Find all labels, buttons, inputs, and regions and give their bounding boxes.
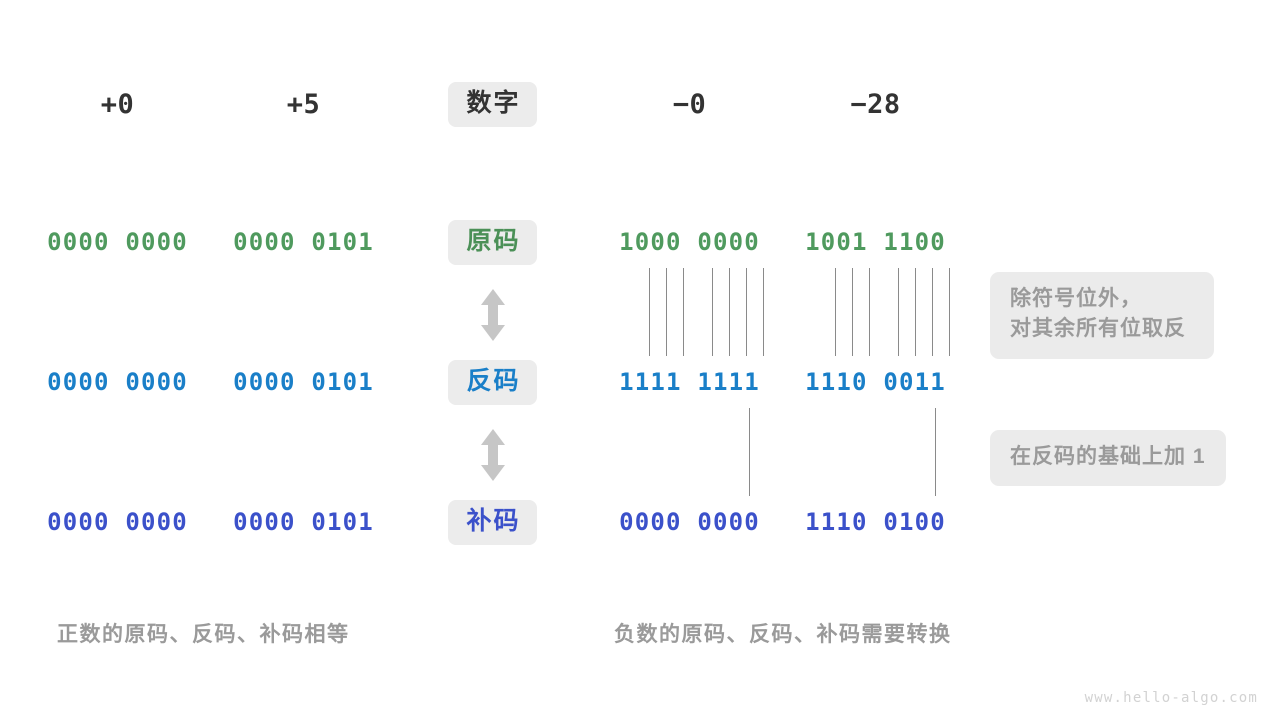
note-invert: 除符号位外， 对其余所有位取反 — [990, 272, 1214, 359]
header-neg28: −28 — [850, 88, 901, 120]
addone-line-neg28-b8 — [935, 408, 936, 496]
row-label-number: 数字 — [444, 80, 541, 128]
row-label-twos-complement-chip: 补码 — [448, 499, 537, 545]
twos-complement-neg28: 1110 0100 — [805, 508, 946, 536]
invert-line-neg0-b3 — [683, 268, 684, 356]
note-invert-line2: 对其余所有位取反 — [1010, 317, 1186, 341]
double-arrow-icon-top — [478, 288, 508, 342]
double-arrow-icon-bottom — [478, 428, 508, 482]
note-add-one-line1: 在反码的基础上加 1 — [1010, 445, 1206, 468]
addone-line-neg0-b8 — [749, 408, 750, 496]
invert-line-neg0-b1 — [649, 268, 650, 356]
row-label-ones-complement-chip: 反码 — [448, 359, 537, 405]
invert-line-neg0-b5 — [729, 268, 730, 356]
watermark: www.hello-algo.com — [1084, 690, 1258, 706]
note-add-one: 在反码的基础上加 1 — [990, 430, 1226, 487]
twos-complement-pos0: 0000 0000 — [47, 508, 188, 536]
invert-line-neg0-b6 — [746, 268, 747, 356]
invert-line-neg28-b2 — [852, 268, 853, 356]
ones-complement-pos5: 0000 0101 — [233, 368, 374, 396]
header-neg0: −0 — [672, 88, 707, 120]
note-invert-line1: 除符号位外， — [1010, 287, 1142, 310]
invert-line-neg0-b4 — [712, 268, 713, 356]
row-label-ones-complement: 反码 — [444, 358, 541, 406]
caption-negative: 负数的原码、反码、补码需要转换 — [614, 623, 952, 646]
invert-line-neg28-b7 — [949, 268, 950, 356]
twos-complement-neg0: 0000 0000 — [619, 508, 760, 536]
invert-line-neg28-b6 — [932, 268, 933, 356]
sign-magnitude-pos0: 0000 0000 — [47, 228, 188, 256]
invert-line-neg28-b4 — [898, 268, 899, 356]
invert-line-neg28-b3 — [869, 268, 870, 356]
sign-magnitude-pos5: 0000 0101 — [233, 228, 374, 256]
header-pos5: +5 — [286, 88, 321, 120]
row-label-twos-complement: 补码 — [444, 498, 541, 546]
ones-complement-neg28: 1110 0011 — [805, 368, 946, 396]
ones-complement-neg0: 1111 1111 — [619, 368, 760, 396]
sign-magnitude-neg0: 1000 0000 — [619, 228, 760, 256]
row-label-sign-magnitude: 原码 — [444, 218, 541, 266]
twos-complement-pos5: 0000 0101 — [233, 508, 374, 536]
row-label-number-chip: 数字 — [448, 81, 537, 127]
ones-complement-pos0: 0000 0000 — [47, 368, 188, 396]
invert-line-neg0-b7 — [763, 268, 764, 356]
header-pos0: +0 — [100, 88, 135, 120]
caption-positive: 正数的原码、反码、补码相等 — [57, 623, 350, 646]
sign-magnitude-neg28: 1001 1100 — [805, 228, 946, 256]
row-label-sign-magnitude-chip: 原码 — [448, 219, 537, 265]
invert-line-neg28-b5 — [915, 268, 916, 356]
invert-line-neg28-b1 — [835, 268, 836, 356]
invert-line-neg0-b2 — [666, 268, 667, 356]
